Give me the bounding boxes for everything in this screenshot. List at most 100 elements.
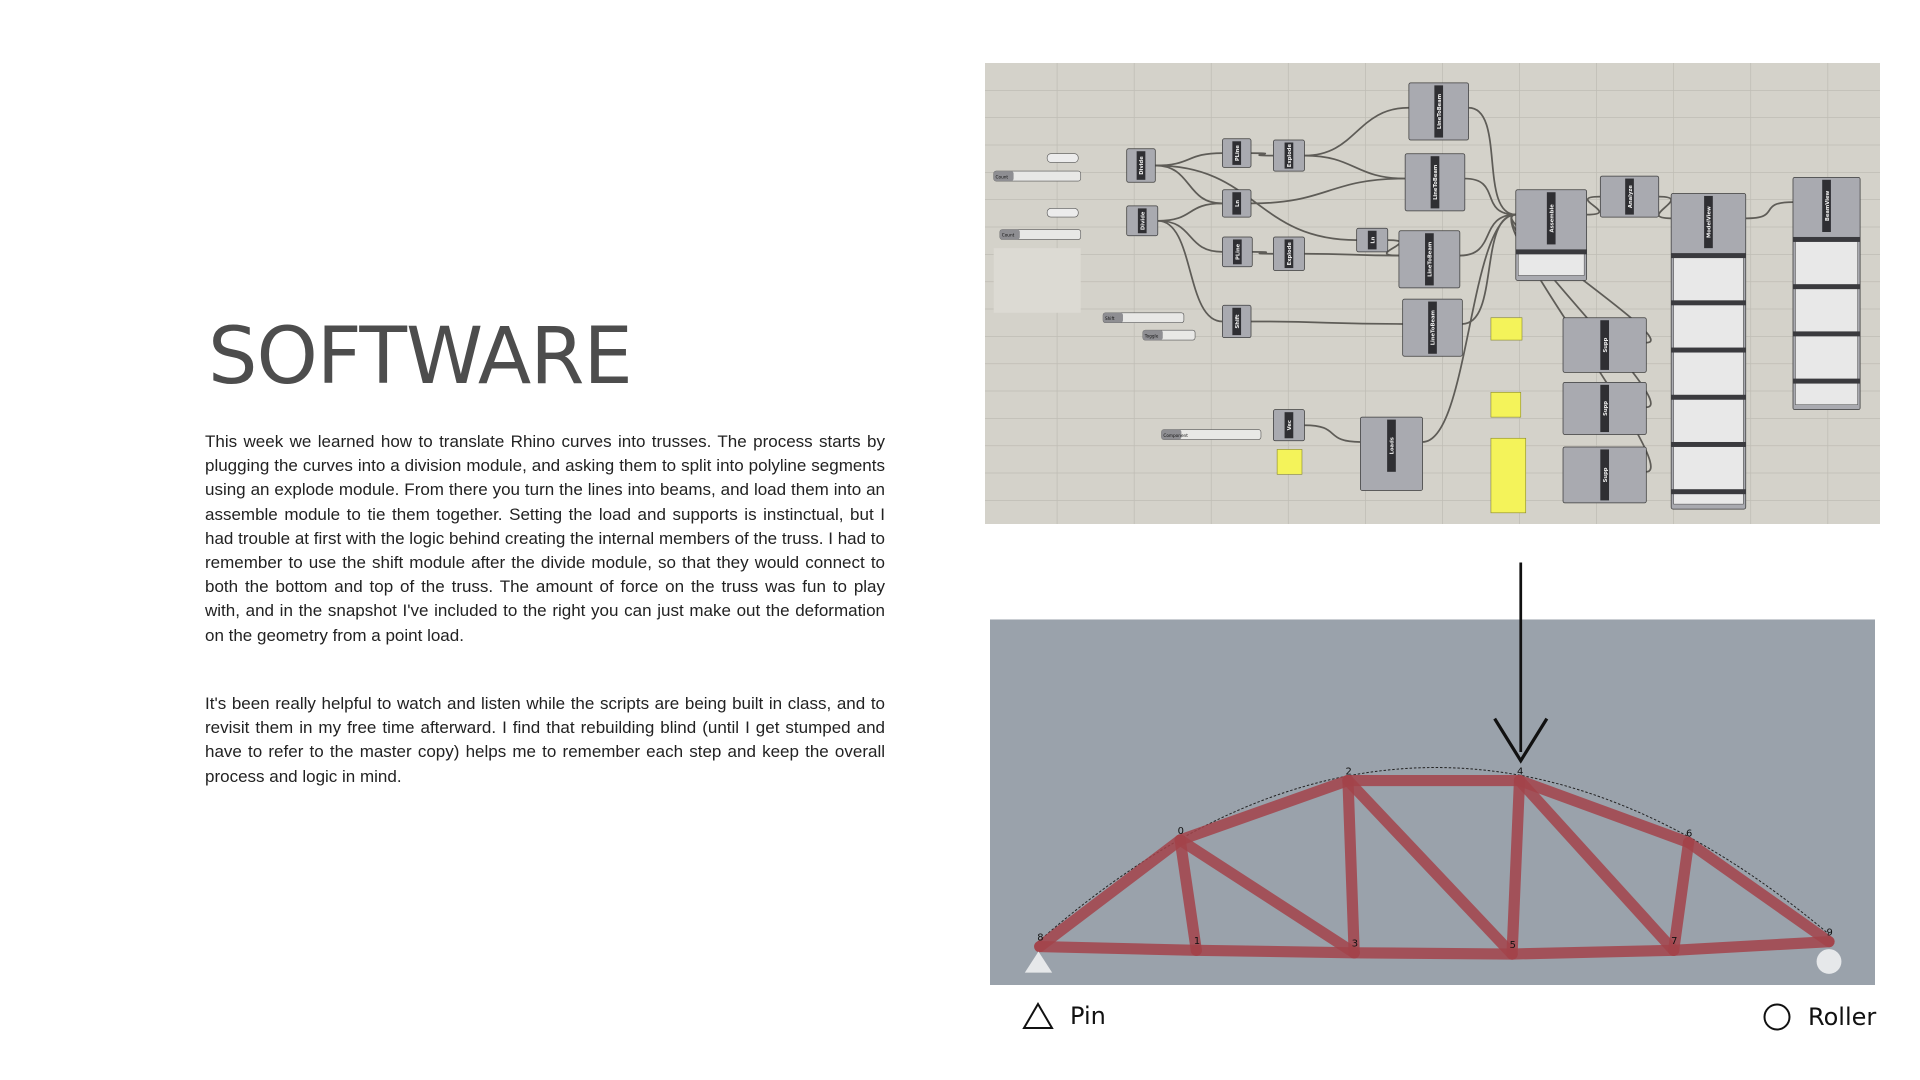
node-label: 2 [1345,766,1351,777]
panel-header [1671,489,1746,495]
body-paragraph-2: It's been really helpful to watch and li… [205,694,885,786]
wire [1385,239,1401,257]
gh-component-divide: Divide [1126,205,1159,237]
slider-label-tab [993,171,1014,182]
component-label: LineToBeam [1431,310,1437,346]
wire [1510,213,1652,409]
component-label-bar [1430,156,1440,209]
component-label: PLine [1235,145,1241,162]
component-label: Vec [1287,420,1293,430]
component-settings-panel [1518,251,1585,276]
slider-label-tab [999,229,1020,240]
grasshopper-definition-image: LineToBeamLineToBeamLineToBeamLineToBeam… [985,63,1880,524]
component-label: Divide [1139,156,1145,175]
gh-component-divide: Divide [1126,148,1156,183]
yellow-panel [1490,317,1523,341]
wire [1157,219,1223,323]
truss-member [1513,774,1695,849]
gh-component-linetobeam: LineToBeam [1398,230,1461,289]
panel-header [1792,378,1861,384]
panel-header [1515,249,1587,255]
component-label-bar [1434,85,1444,138]
curve-param [1046,153,1079,163]
panel-header [1671,347,1746,353]
component-label: Loads [1390,437,1396,454]
viewport-background [990,619,1875,985]
yellow-panel [1490,437,1527,514]
canvas-highlight [993,248,1081,313]
original-curve [1038,767,1830,943]
yellow-panel [1276,449,1303,475]
wire [1251,177,1406,205]
component-label: Analyze [1628,185,1634,208]
node-label: 9 [1827,927,1833,938]
truss-member [1348,947,1518,960]
component-label: LineToBeam [1428,241,1434,277]
gh-component-linetobeam: LineToBeam [1404,153,1466,212]
wire [1157,202,1223,222]
gh-component-supp: Supp [1562,446,1647,504]
truss-member [1342,774,1360,959]
component-label: Shift [1235,314,1241,328]
gh-component-ln: Ln [1222,189,1252,218]
pin-support-icon [1024,951,1053,973]
wire [1464,177,1516,216]
node-label: 1 [1194,936,1200,947]
wire [1586,195,1601,216]
number-slider: Toggle [1142,329,1196,341]
node-label: 3 [1352,939,1358,950]
component-label-bar [1137,208,1147,234]
wire [1745,201,1793,220]
wire [1304,252,1399,257]
component-label-bar [1284,142,1294,169]
roller-support-icon [1816,949,1842,974]
node-label: 8 [1037,932,1043,943]
wire [1422,213,1516,443]
node-label: 4 [1517,766,1523,777]
component-label-bar [1136,151,1146,180]
gh-component-linetobeam: LineToBeam [1402,298,1463,357]
wire [1157,219,1223,253]
panel-header [1671,300,1746,306]
component-label: Ln [1370,236,1376,243]
legend-pin: Pin [1022,1002,1106,1030]
pin-triangle-icon [1022,1002,1054,1029]
gh-component-linetobeam: LineToBeam [1408,82,1469,141]
gh-component-loads: Loads [1360,416,1423,491]
component-label-bar [1284,412,1294,439]
slider-label: Component [1163,433,1188,438]
truss-member [1513,774,1680,956]
slider-label: Count [1002,233,1015,238]
truss-member [1174,834,1202,956]
panel-header [1792,284,1861,290]
component-settings-panel [1673,255,1744,505]
component-label-bar [1428,301,1437,354]
gh-component-assemble: Assemble [1515,189,1588,281]
gh-component-modelview: ModelView [1670,193,1747,510]
legend-pin-label: Pin [1070,1002,1106,1030]
component-label-bar [1425,233,1434,286]
gh-component-pline: PLine [1222,138,1252,168]
roller-circle-icon [1763,1003,1791,1031]
panel-header [1792,331,1861,337]
panel-header [1671,253,1746,259]
component-label-bar [1232,239,1242,265]
component-label: Explode [1287,143,1293,167]
component-label-bar [1704,195,1713,249]
slider-label-tab [1142,330,1163,341]
component-label: Supp [1603,337,1609,352]
truss-member [1668,836,1695,956]
wire [1155,164,1223,205]
component-label-bar [1546,192,1556,245]
number-slider: Component [1161,429,1262,440]
node-label: 7 [1671,936,1677,947]
panel-header [1671,441,1746,447]
truss-member [1682,836,1835,948]
truss-member [1506,774,1526,960]
component-label: LineToBeam [1437,93,1443,129]
gh-component-supp: Supp [1562,381,1647,435]
wire [1304,424,1361,443]
truss-member [1174,834,1360,959]
gh-component-shift: Shift [1222,304,1252,338]
